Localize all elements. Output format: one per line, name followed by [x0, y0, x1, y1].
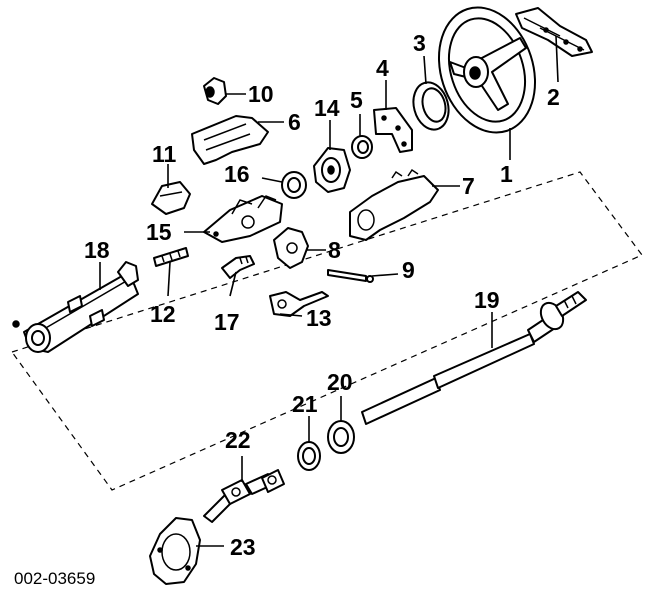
horn-pad — [515, 7, 593, 57]
lock-rack — [153, 247, 189, 267]
callout-18: 18 — [84, 237, 110, 263]
callout-13: 13 — [306, 305, 332, 331]
leader-lines — [99, 35, 559, 547]
column-jacket — [12, 261, 139, 353]
callout-8: 8 — [328, 237, 341, 263]
bearing-housing — [313, 147, 351, 193]
figure-code: 002-03659 — [14, 569, 95, 588]
mounting-plate — [373, 107, 413, 153]
callout-10: 10 — [248, 81, 274, 107]
callout-5: 5 — [350, 87, 363, 113]
callout-15: 15 — [146, 219, 172, 245]
steering-shaft — [361, 291, 587, 425]
column-shroud-lower — [349, 168, 439, 241]
callout-11: 11 — [152, 141, 177, 167]
callout-20: 20 — [327, 369, 353, 395]
callout-6: 6 — [288, 109, 301, 135]
callout-14: 14 — [314, 95, 340, 121]
lock-cylinder — [151, 181, 191, 215]
dash-seal-cover — [149, 517, 201, 585]
callout-16: 16 — [224, 161, 250, 187]
bearing — [281, 171, 307, 199]
callout-2: 2 — [547, 84, 560, 110]
tilt-lever — [269, 291, 329, 317]
switch-housing — [273, 227, 309, 269]
steering-wheel — [437, 6, 537, 134]
callout-9: 9 — [402, 257, 415, 283]
assembly-boundary — [11, 171, 643, 491]
actuator-rod — [327, 269, 374, 283]
contact-ring — [412, 81, 450, 131]
intermediate-shaft — [203, 469, 285, 523]
callout-12: 12 — [150, 301, 176, 327]
callout-labels: 1 2 3 4 5 6 7 8 9 10 11 12 13 14 15 16 1… — [84, 30, 560, 560]
callout-19: 19 — [474, 287, 500, 313]
lower-bushing — [297, 441, 321, 471]
callout-3: 3 — [413, 30, 426, 56]
callout-22: 22 — [225, 427, 251, 453]
sector-gear — [221, 255, 255, 279]
bushing — [351, 135, 373, 159]
callout-17: 17 — [214, 309, 240, 335]
seal-ring — [327, 420, 355, 454]
callout-1: 1 — [500, 161, 513, 187]
column-shroud-upper — [191, 115, 269, 165]
lock-housing — [203, 195, 283, 243]
callout-7: 7 — [462, 173, 475, 199]
callout-23: 23 — [230, 534, 256, 560]
callout-4: 4 — [376, 55, 389, 81]
callout-21: 21 — [292, 391, 318, 417]
key-sensor — [203, 77, 227, 105]
